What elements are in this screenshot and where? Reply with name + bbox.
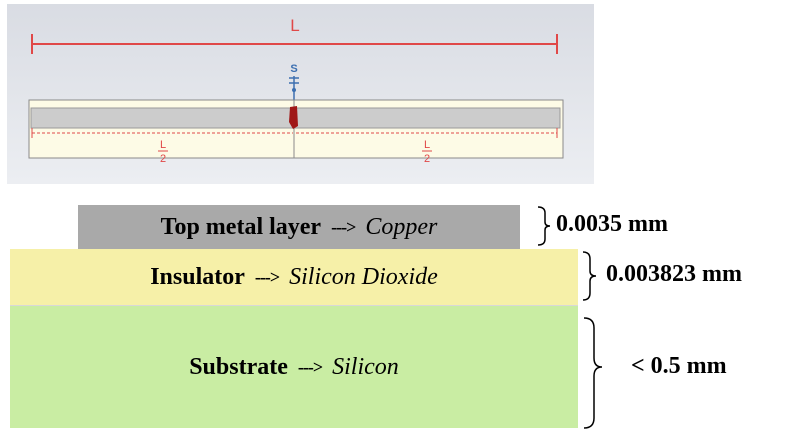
bracket-copper [537, 206, 551, 246]
top-view-svg: L S L 2 L 2 [28, 16, 564, 165]
spacing-dimension: S [289, 63, 299, 104]
half-length-left-denominator: 2 [160, 153, 166, 165]
half-length-right-denominator: 2 [424, 153, 430, 165]
spacing-label: S [290, 63, 297, 75]
layer-name: Top metal layer [160, 213, 322, 240]
layer-top-metal: Top metal layer ---> Copper [78, 205, 520, 249]
layer-material: Silicon [332, 353, 399, 380]
length-dimension: L [31, 16, 558, 54]
length-label: L [290, 16, 299, 35]
thickness-copper: 0.0035 mm [556, 211, 668, 237]
top-view-diagram: L S L 2 L 2 [7, 4, 594, 184]
layer-material: Silicon Dioxide [289, 263, 438, 290]
layer-material: Copper [365, 213, 438, 240]
arrow-icon: ---> [254, 266, 280, 287]
arrow-icon: ---> [331, 216, 356, 237]
thickness-substrate: < 0.5 mm [631, 353, 727, 379]
layer-insulator: Insulator ---> Silicon Dioxide [10, 249, 578, 306]
arrow-icon: ---> [297, 356, 323, 377]
half-length-left-numerator: L [160, 139, 166, 151]
half-length-right-numerator: L [424, 139, 430, 151]
layer-name: Substrate [189, 353, 288, 380]
bracket-substrate [583, 317, 603, 429]
bracket-insulator [582, 251, 597, 301]
layer-name: Insulator [150, 263, 245, 290]
half-length-dimensions: L 2 L 2 [31, 128, 558, 165]
layer-substrate: Substrate ---> Silicon [10, 306, 578, 428]
gap-feature [289, 106, 298, 129]
thickness-insulator: 0.003823 mm [606, 261, 742, 287]
